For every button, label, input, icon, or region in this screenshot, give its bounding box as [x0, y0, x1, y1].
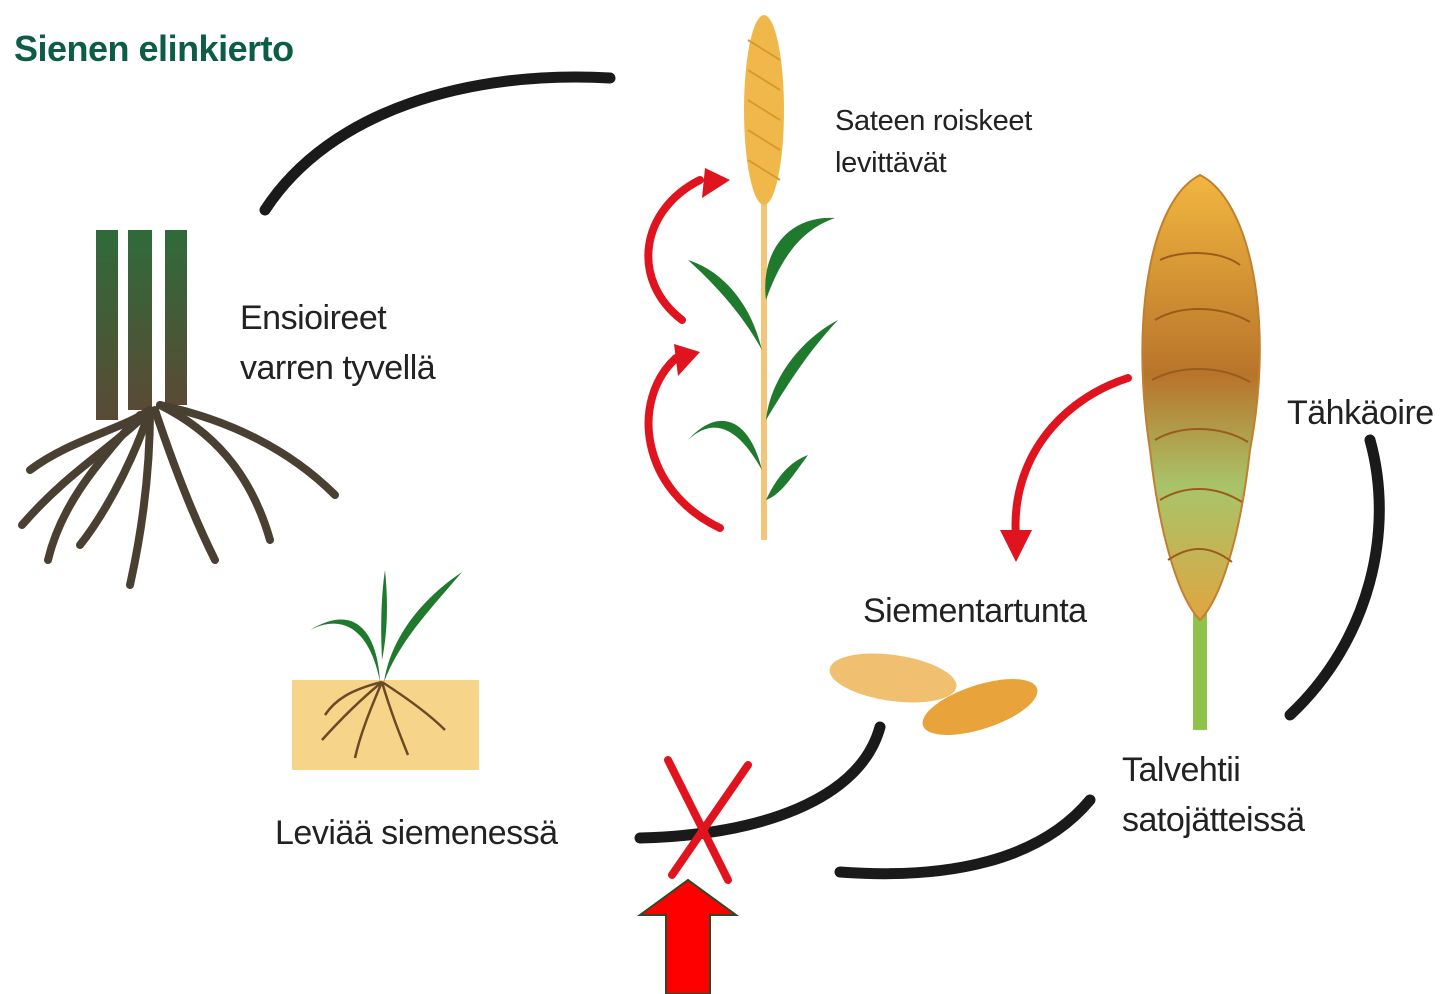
- ear-disease-label: Tähkäoire: [1287, 388, 1434, 438]
- cross-mark-icon: [668, 760, 748, 880]
- red-arrow-to-seed: [1016, 378, 1128, 538]
- grains-icon: [826, 646, 1043, 746]
- rain-splash-label: Sateen roiskeet levittävät: [835, 100, 1032, 184]
- arrow-ear-to-overwinter: [1290, 440, 1379, 715]
- seed-infection-label: Siementartunta: [863, 586, 1087, 636]
- wheat-plant-icon: [688, 15, 838, 540]
- arrow-roots-to-plant: [265, 77, 610, 210]
- rain-splash-line1: Sateen roiskeet: [835, 100, 1032, 142]
- overwinter-label: Talvehtii satojätteissä: [1122, 745, 1305, 845]
- stem-base-roots-icon: [22, 230, 335, 585]
- page-title: Sienen elinkierto: [14, 28, 294, 70]
- first-symptoms-line1: Ensioireet: [240, 293, 435, 343]
- first-symptoms-label: Ensioireet varren tyvellä: [240, 293, 435, 393]
- red-arrow-splash-lower: [649, 358, 720, 528]
- red-arrow-splash-upper: [648, 180, 700, 320]
- overwinter-line1: Talvehtii: [1122, 745, 1305, 795]
- spread-seed-label: Leviää siemenessä: [275, 808, 558, 858]
- up-arrow-icon: [640, 880, 736, 994]
- arrow-overwinter-to-spread: [840, 800, 1090, 874]
- seedling-icon: [292, 570, 479, 770]
- first-symptoms-line2: varren tyvellä: [240, 343, 435, 393]
- overwinter-line2: satojätteissä: [1122, 795, 1305, 845]
- red-arrows: [648, 168, 1128, 562]
- rain-splash-line2: levittävät: [835, 142, 1032, 184]
- wheat-ear-icon: [1142, 175, 1259, 730]
